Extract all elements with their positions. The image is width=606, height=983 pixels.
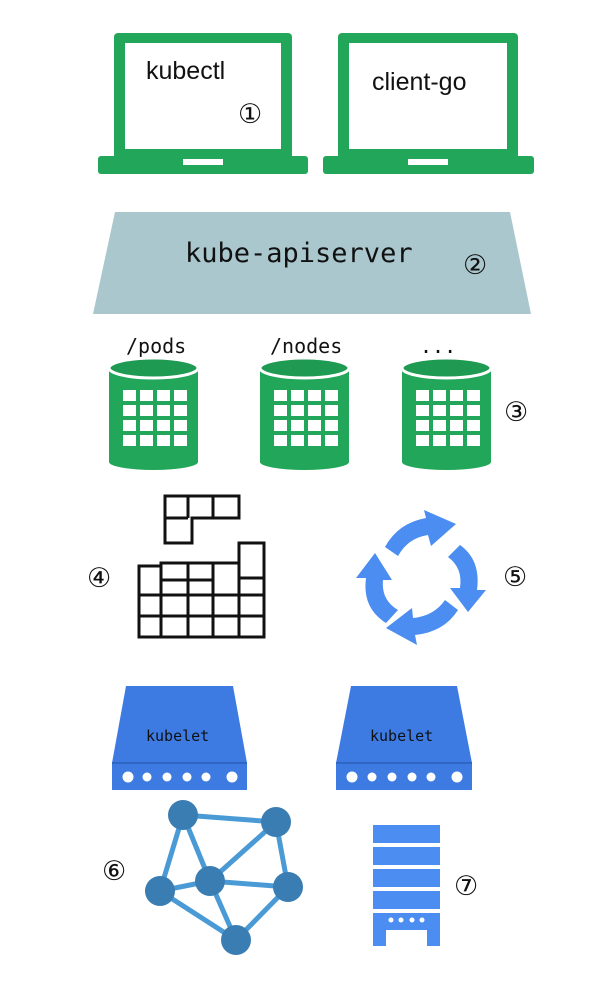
resource-label-more: ... xyxy=(420,334,457,358)
client-go-label: client-go xyxy=(372,68,467,96)
marker-4: ④ xyxy=(87,563,112,594)
kubectl-label: kubectl xyxy=(146,57,226,85)
marker-2: ② xyxy=(463,250,488,281)
marker-5: ⑤ xyxy=(503,562,528,593)
marker-6: ⑥ xyxy=(102,856,127,887)
resource-label-nodes: /nodes xyxy=(270,334,343,358)
kubelet-label-right: kubelet xyxy=(370,727,434,745)
kubelet-label-left: kubelet xyxy=(146,727,210,745)
resource-label-pods: /pods xyxy=(126,334,187,358)
marker-7: ⑦ xyxy=(454,871,479,902)
marker-1: ① xyxy=(238,99,263,130)
marker-3: ③ xyxy=(504,397,529,428)
apiserver-label: kube-apiserver xyxy=(185,238,413,269)
